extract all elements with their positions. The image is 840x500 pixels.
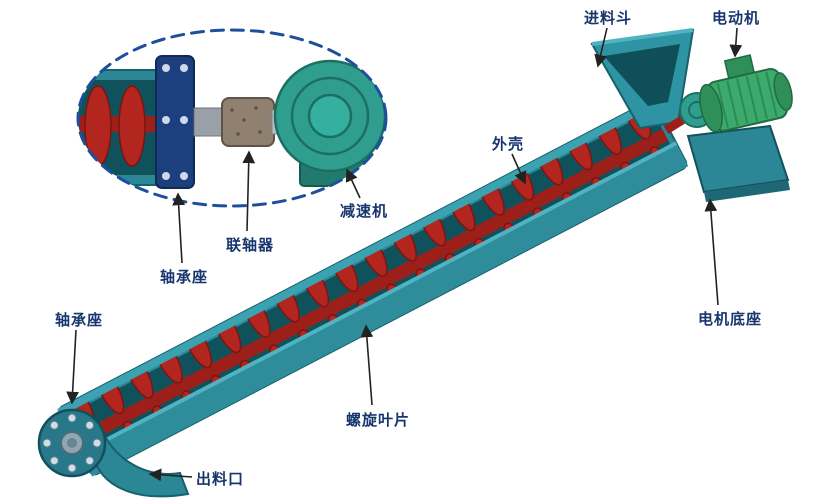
knurl-dot: [242, 118, 246, 122]
gearbox-hub: [307, 93, 353, 139]
bolt: [85, 420, 95, 430]
electric-motor: [699, 54, 793, 133]
bolt: [85, 456, 95, 466]
motor-fin: [726, 80, 739, 126]
bolt: [67, 413, 77, 423]
discharge-spout: [90, 436, 190, 498]
arrow-feed-hopper: [594, 27, 608, 68]
arrow-coupling: [242, 150, 256, 232]
label-feed-hopper: 进料斗: [584, 10, 633, 27]
detail-callout: [76, 28, 388, 208]
arrow-motor-base: [704, 198, 719, 306]
label-motor-base: 电机底座: [698, 311, 763, 328]
feed-hopper: [590, 28, 695, 130]
label-spiral-blade: 螺旋叶片: [346, 412, 411, 429]
motor-fin: [716, 82, 729, 129]
casing-front-rim: [79, 141, 678, 456]
end-bearing-flange: [37, 408, 107, 478]
bolt: [49, 420, 59, 430]
arrow-reducer: [345, 168, 361, 199]
label-casing: 外壳: [492, 136, 525, 153]
bolt: [49, 456, 59, 466]
label-coupling: 联轴器: [226, 237, 275, 254]
conveyor-trough: [57, 98, 689, 477]
arrow-bearing-lower: [66, 329, 80, 405]
screw-flights: [67, 108, 680, 466]
callout-dashed-border: [76, 28, 388, 208]
label-motor: 电动机: [712, 10, 761, 27]
label-bearing-seat-lower: 轴承座: [55, 312, 104, 329]
bolt: [180, 116, 188, 124]
bolt: [162, 116, 170, 124]
knurl-dot: [258, 130, 262, 134]
label-reducer: 减速机: [340, 203, 389, 220]
motor-rear-cap: [773, 72, 793, 111]
motor-fin: [755, 73, 768, 120]
detail-flight: [118, 85, 146, 167]
callout-content: [78, 55, 386, 189]
drive-assembly: [663, 54, 793, 202]
gearbox-ring: [290, 76, 370, 156]
motor-fin: [736, 78, 749, 124]
bolt: [180, 64, 188, 72]
arrow-casing: [511, 153, 527, 185]
casing-back-rim: [57, 98, 657, 417]
casing-front-wall: [80, 143, 689, 477]
arrow-spiral-blade: [360, 324, 374, 406]
motor-fin: [745, 76, 759, 122]
bolt: [92, 438, 102, 448]
knurl-dot: [230, 108, 234, 112]
bolt: [162, 64, 170, 72]
arrow-motor: [729, 27, 743, 58]
motor-base-body: [686, 124, 790, 194]
knurl-dot: [236, 132, 240, 136]
hopper-opening: [604, 44, 680, 106]
arrow-bearing-upper: [172, 192, 186, 264]
detail-coupling: [221, 97, 275, 147]
bolt: [67, 463, 77, 473]
bearing-hub-center: [67, 438, 77, 448]
annotation-arrows: [66, 27, 743, 482]
knurl-dot: [254, 106, 258, 110]
motor-front-cap: [699, 83, 723, 133]
bolt: [162, 172, 170, 180]
motor-fin: [765, 71, 778, 117]
label-bearing-seat-upper: 轴承座: [160, 269, 209, 286]
detail-shaft-red: [78, 116, 162, 132]
hopper-rim: [591, 28, 694, 46]
bolt: [180, 172, 188, 180]
detail-bearing-flange: [155, 55, 195, 189]
arrow-discharge-outlet: [148, 468, 193, 482]
label-discharge-outlet: 出料口: [196, 471, 245, 488]
motor-base-front: [704, 180, 790, 202]
bolt: [42, 438, 52, 448]
detail-flight: [84, 85, 112, 167]
